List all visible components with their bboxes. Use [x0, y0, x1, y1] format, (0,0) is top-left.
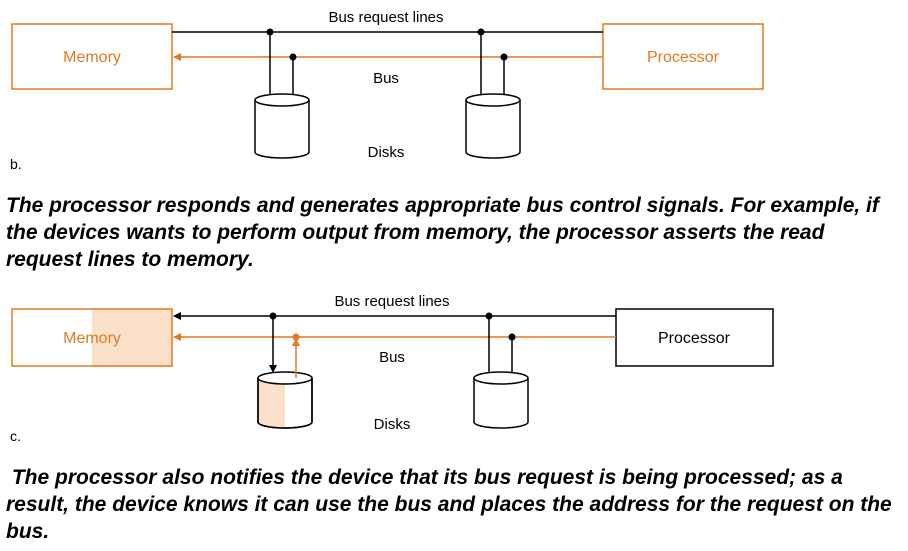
- processor-box: [602, 23, 764, 90]
- processor-label: Processor: [647, 49, 720, 66]
- bus-label: Bus: [379, 349, 405, 366]
- part-label-c: c.: [10, 428, 21, 444]
- disk-right: [473, 312, 529, 429]
- memory-box-highlight: [92, 309, 172, 366]
- diagram-b: Memory Processor Bus request lines Bus D…: [11, 9, 764, 161]
- processor-box: [615, 308, 774, 367]
- memory-label: Memory: [63, 330, 121, 347]
- diagram-c: Memory Processor Bus request lines Bus D…: [11, 293, 774, 433]
- disks-label: Disks: [368, 144, 405, 161]
- bus-label: Bus: [373, 70, 399, 87]
- bus-request-label: Bus request lines: [328, 9, 443, 26]
- caption-b: The processor responds and generates app…: [6, 194, 879, 271]
- caption-c: The processor also notifies the device t…: [6, 466, 898, 543]
- bus-request-label: Bus request lines: [334, 293, 449, 310]
- part-label-b: b.: [10, 156, 22, 172]
- memory-box: [11, 308, 173, 367]
- disk-right: [465, 28, 521, 159]
- disk-left: [257, 312, 313, 429]
- disk-left: [254, 28, 310, 159]
- memory-label: Memory: [63, 49, 121, 66]
- processor-label: Processor: [658, 330, 731, 347]
- disks-label: Disks: [374, 416, 411, 433]
- memory-box: [11, 23, 173, 90]
